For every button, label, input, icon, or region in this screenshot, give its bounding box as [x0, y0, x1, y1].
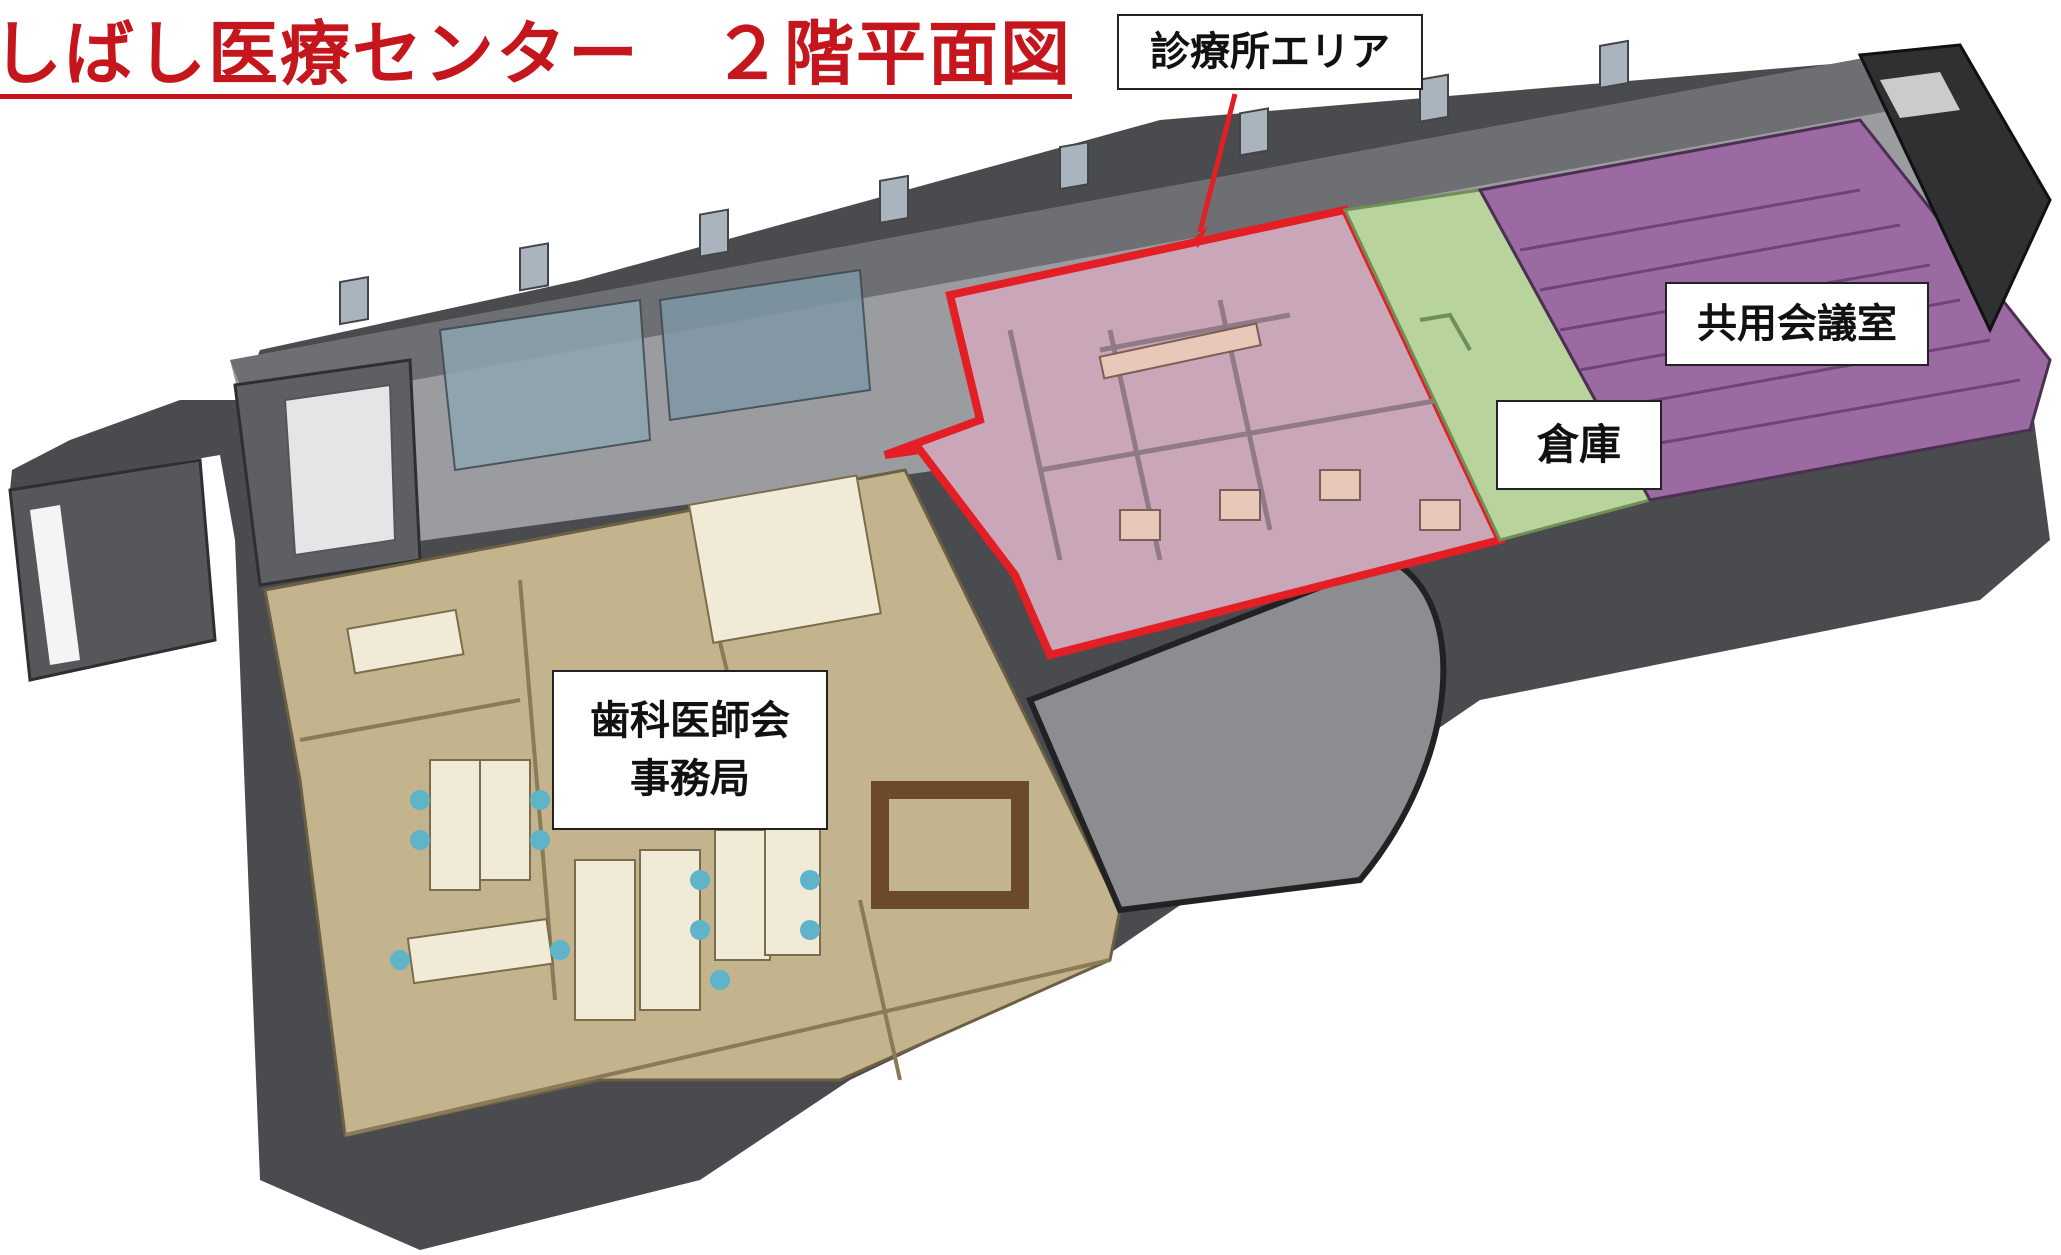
page-title: しばし医療センター ２階平面図 [0, 17, 1072, 99]
dental-office-label-line1: 歯科医師会 [590, 698, 790, 744]
clinic-leader-line [1197, 93, 1238, 233]
shared-meeting-room-label: 共用会議室 [1665, 282, 1929, 366]
storage-label: 倉庫 [1496, 400, 1662, 490]
restroom-block-2 [658, 268, 872, 422]
conference-table [871, 781, 1029, 909]
restroom-block [438, 298, 652, 472]
back-wall [230, 55, 1895, 410]
left-stair [283, 383, 397, 557]
dental-office-label: 歯科医師会 事務局 [552, 670, 828, 830]
dental-office-chairs [390, 790, 820, 990]
atrium-void [1026, 556, 1447, 914]
window-row [339, 39, 1629, 326]
dental-office-label-line2: 事務局 [630, 756, 750, 802]
clinic-fixtures [1098, 322, 1461, 541]
clinic-walls [1007, 299, 1441, 561]
clinic-area-label: 診療所エリア [1117, 14, 1423, 90]
